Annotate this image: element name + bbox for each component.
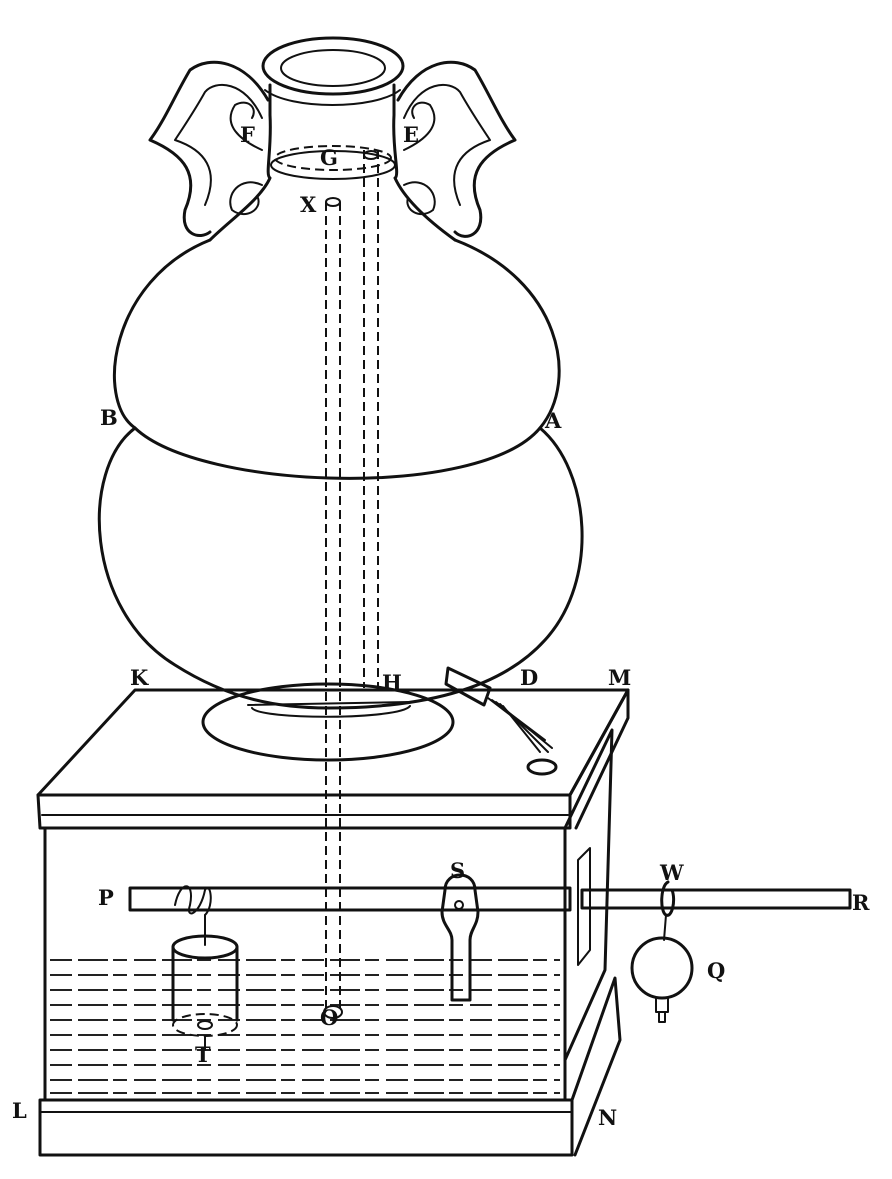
label-X: X (300, 192, 317, 217)
letter-labels: F G E X B A K H D M P S W R Q O T L N (12, 122, 870, 1130)
water-stream (487, 697, 553, 753)
label-Q: Q (707, 958, 725, 983)
label-G: G (320, 145, 338, 170)
label-B: B (100, 405, 118, 430)
left-handle (148, 60, 270, 237)
label-A: A (544, 408, 562, 433)
label-W: W (659, 860, 684, 885)
label-S: S (450, 858, 465, 883)
label-F: F (240, 122, 255, 147)
coil (174, 885, 212, 946)
label-M: M (608, 665, 631, 690)
tank (36, 688, 630, 1157)
label-O: O (320, 1005, 338, 1030)
label-P: P (98, 885, 114, 910)
lever-rod (128, 880, 852, 1023)
water-hatching (50, 959, 560, 1094)
label-L: L (12, 1098, 27, 1123)
label-N: N (598, 1105, 617, 1130)
label-K: K (130, 665, 149, 690)
float-cup (171, 934, 239, 1051)
valve (440, 873, 480, 1002)
right-handle (396, 60, 517, 238)
label-E: E (403, 122, 419, 147)
label-H: H (382, 670, 402, 695)
spout (444, 666, 553, 753)
label-R: R (852, 890, 870, 915)
label-T: T (195, 1042, 211, 1067)
vase (97, 36, 584, 762)
internal-tubes (323, 150, 379, 1019)
label-D: D (520, 665, 538, 690)
